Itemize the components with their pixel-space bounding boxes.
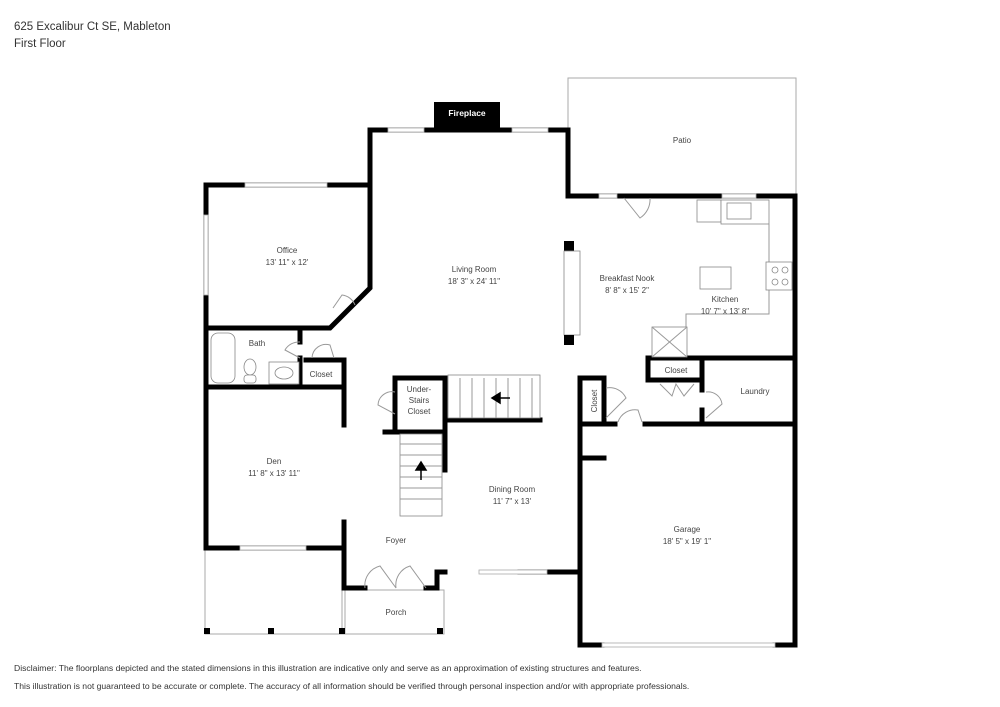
garage-label: Garage <box>674 525 701 534</box>
dining-room-dims: 11' 7" x 13' <box>493 497 532 506</box>
stairs <box>399 374 541 517</box>
under-stairs-closet-label-2: Stairs <box>409 396 429 405</box>
bath-label: Bath <box>249 339 265 348</box>
porch-outline <box>341 589 445 635</box>
nook-bench <box>563 241 581 345</box>
dining-room-label: Dining Room <box>489 485 536 494</box>
kitchen-label: Kitchen <box>712 295 739 304</box>
floor-name: First Floor <box>14 38 66 50</box>
kitchen-closet-label: Closet <box>665 366 688 375</box>
laundry-label: Laundry <box>741 387 770 396</box>
porch-posts <box>204 628 443 634</box>
disclaimer-line-1: Disclaimer: The floorplans depicted and … <box>14 663 642 673</box>
office-dims: 13' 11" x 12' <box>266 258 309 267</box>
kitchen-island <box>699 266 732 290</box>
bath-closet-label: Closet <box>310 370 333 379</box>
stair-up-arrow-icon <box>414 460 428 480</box>
windows <box>203 127 776 648</box>
living-room-dims: 18' 3" x 24' 11" <box>448 277 500 286</box>
under-stairs-closet-label-1: Under- <box>407 385 432 394</box>
den-dims: 11' 8" x 13' 11" <box>248 469 300 478</box>
fireplace <box>434 102 500 130</box>
property-address: 625 Excalibur Ct SE, Mableton <box>14 21 171 33</box>
walls <box>203 127 798 648</box>
breakfast-nook-label: Breakfast Nook <box>600 274 656 283</box>
kitchen-dims: 10' 7" x 13' 8" <box>701 307 749 316</box>
breakfast-nook-dims: 8' 8" x 15' 2" <box>605 286 649 295</box>
garage-closet-label: Closet <box>590 389 599 412</box>
fireplace-label: Fireplace <box>448 108 486 118</box>
disclaimer-line-2: This illustration is not guaranteed to b… <box>14 681 690 691</box>
under-stairs-closet-label-3: Closet <box>408 407 431 416</box>
patio-label: Patio <box>673 136 692 145</box>
foyer-label: Foyer <box>386 536 407 545</box>
front-porch-left-outline <box>204 548 346 635</box>
office-label: Office <box>277 246 298 255</box>
living-room-label: Living Room <box>452 265 497 274</box>
porch-label: Porch <box>386 608 407 617</box>
doors <box>284 197 723 589</box>
stair-left-arrow-icon <box>490 391 510 405</box>
garage-dims: 18' 5" x 19' 1" <box>663 537 711 546</box>
kitchen-counters <box>651 199 793 358</box>
den-label: Den <box>267 457 282 466</box>
bath-fixtures <box>210 332 300 385</box>
